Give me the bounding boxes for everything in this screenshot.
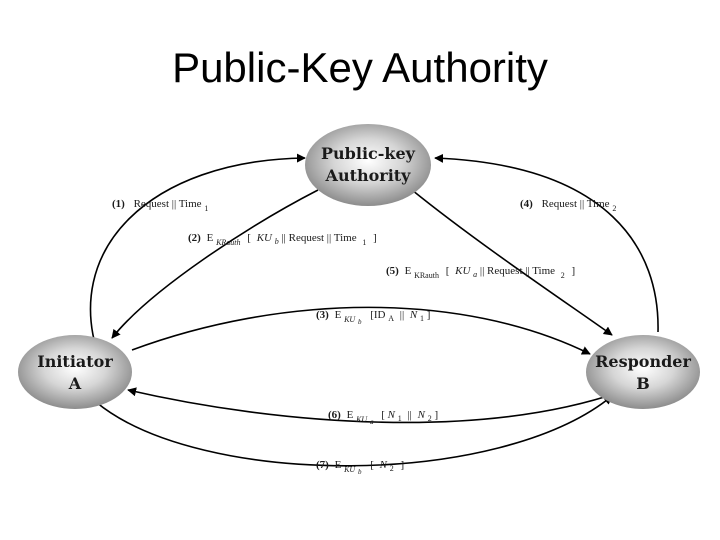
message-3-key-subscript: KU: [343, 315, 356, 324]
message-3-id-subscript: A: [388, 314, 394, 323]
message-7-key-subscript: KU: [343, 465, 356, 474]
message-6-nonce1-subscript: 1: [398, 414, 402, 423]
message-2-e: E: [207, 232, 214, 244]
responder-node: Responder B: [586, 335, 700, 409]
message-2-mid: || Request || Time: [281, 232, 356, 244]
message-5-number: (5): [386, 265, 399, 277]
message-1-text: Request || Time: [134, 198, 202, 210]
message-7-nonce-subscript: 2: [390, 464, 394, 473]
message-5-close: ]: [572, 265, 576, 277]
arrow-response-authority-to-b: [411, 189, 613, 336]
message-6-nonce1: N: [387, 409, 396, 421]
initiator-label-line2: A: [68, 374, 82, 393]
message-7-nonce: N: [379, 459, 388, 471]
arrow-request-b-to-authority: [434, 153, 659, 333]
message-1-number: (1): [112, 198, 125, 210]
message-4-subscript: 2: [612, 204, 616, 213]
message-2-key: KU: [256, 232, 273, 244]
message-7-open: [: [370, 459, 374, 471]
message-7-key-subscript-index: b: [358, 468, 362, 476]
message-2-key-subscript: KRauth: [215, 238, 240, 247]
message-6-sep: ||: [407, 409, 411, 421]
message-3-e: E: [335, 309, 342, 321]
message-5-key: KU: [454, 265, 471, 277]
slide-title: Public-Key Authority: [172, 44, 548, 91]
message-4-number: (4): [520, 198, 533, 210]
message-1-label: (1) Request || Time 1: [112, 198, 208, 213]
arrow-a-to-b-msg7: [95, 395, 613, 467]
message-7-e: E: [335, 459, 342, 471]
message-5-key-index: a: [473, 270, 477, 279]
message-2-number: (2): [188, 232, 201, 244]
message-2-subscript: 1: [362, 238, 366, 247]
arrow-b-to-a-msg6: [127, 387, 621, 424]
message-5-subscript: 2: [561, 271, 565, 280]
arrow-a-to-b-msg3: [131, 306, 591, 355]
message-6-key-subscript: KU: [355, 415, 368, 424]
message-7-number: (7): [316, 459, 329, 471]
message-3-key-subscript-index: b: [358, 318, 362, 326]
message-6-close: ]: [434, 409, 438, 421]
message-7-label: (7) E KU b [ N 2 ]: [316, 459, 404, 477]
message-5-mid: || Request || Time: [480, 265, 555, 277]
message-3-sep: ||: [400, 309, 404, 321]
message-2-open: [: [247, 232, 251, 244]
message-3-nonce-subscript: 1: [420, 314, 424, 323]
responder-label-line2: B: [636, 374, 650, 393]
message-2-label: (2) E KRauth [ KU b || Request || Time 1…: [188, 232, 377, 248]
message-2-key-index: b: [275, 237, 279, 246]
authority-label-line2: Authority: [325, 166, 412, 185]
responder-label-line1: Responder: [595, 352, 691, 371]
message-6-e: E: [347, 409, 354, 421]
authority-label-line1: Public-key: [321, 144, 416, 163]
message-4-text: Request || Time: [542, 198, 610, 210]
initiator-label-line1: Initiator: [37, 352, 113, 371]
message-6-open: [: [381, 409, 385, 421]
message-1-subscript: 1: [204, 204, 208, 213]
message-7-close: ]: [400, 459, 404, 471]
message-6-label: (6) E KU a [ N 1 || N 2 ]: [328, 409, 438, 427]
message-6-nonce2-subscript: 2: [428, 414, 432, 423]
arrow-response-authority-to-a: [111, 189, 319, 339]
message-3-close: ]: [427, 309, 431, 321]
message-5-key-subscript: KRauth: [414, 271, 439, 280]
message-4-label: (4) Request || Time 2: [520, 198, 616, 213]
message-6-key-subscript-index: a: [370, 418, 374, 426]
message-2-close: ]: [373, 232, 377, 244]
arrow-request-a-to-authority: [89, 153, 306, 361]
message-3-open: [ID: [370, 309, 385, 321]
message-3-number: (3): [316, 309, 329, 321]
authority-node: Public-key Authority: [305, 124, 431, 206]
message-6-nonce2: N: [417, 409, 426, 421]
initiator-node: Initiator A: [18, 335, 132, 409]
message-5-open: [: [446, 265, 450, 277]
message-3-label: (3) E KU b [ID A || N 1 ]: [316, 309, 430, 327]
message-5-label: (5) E KRauth [ KU a || Request || Time 2…: [386, 265, 575, 281]
message-5-e: E: [405, 265, 412, 277]
message-3-nonce: N: [409, 309, 418, 321]
message-6-number: (6): [328, 409, 341, 421]
